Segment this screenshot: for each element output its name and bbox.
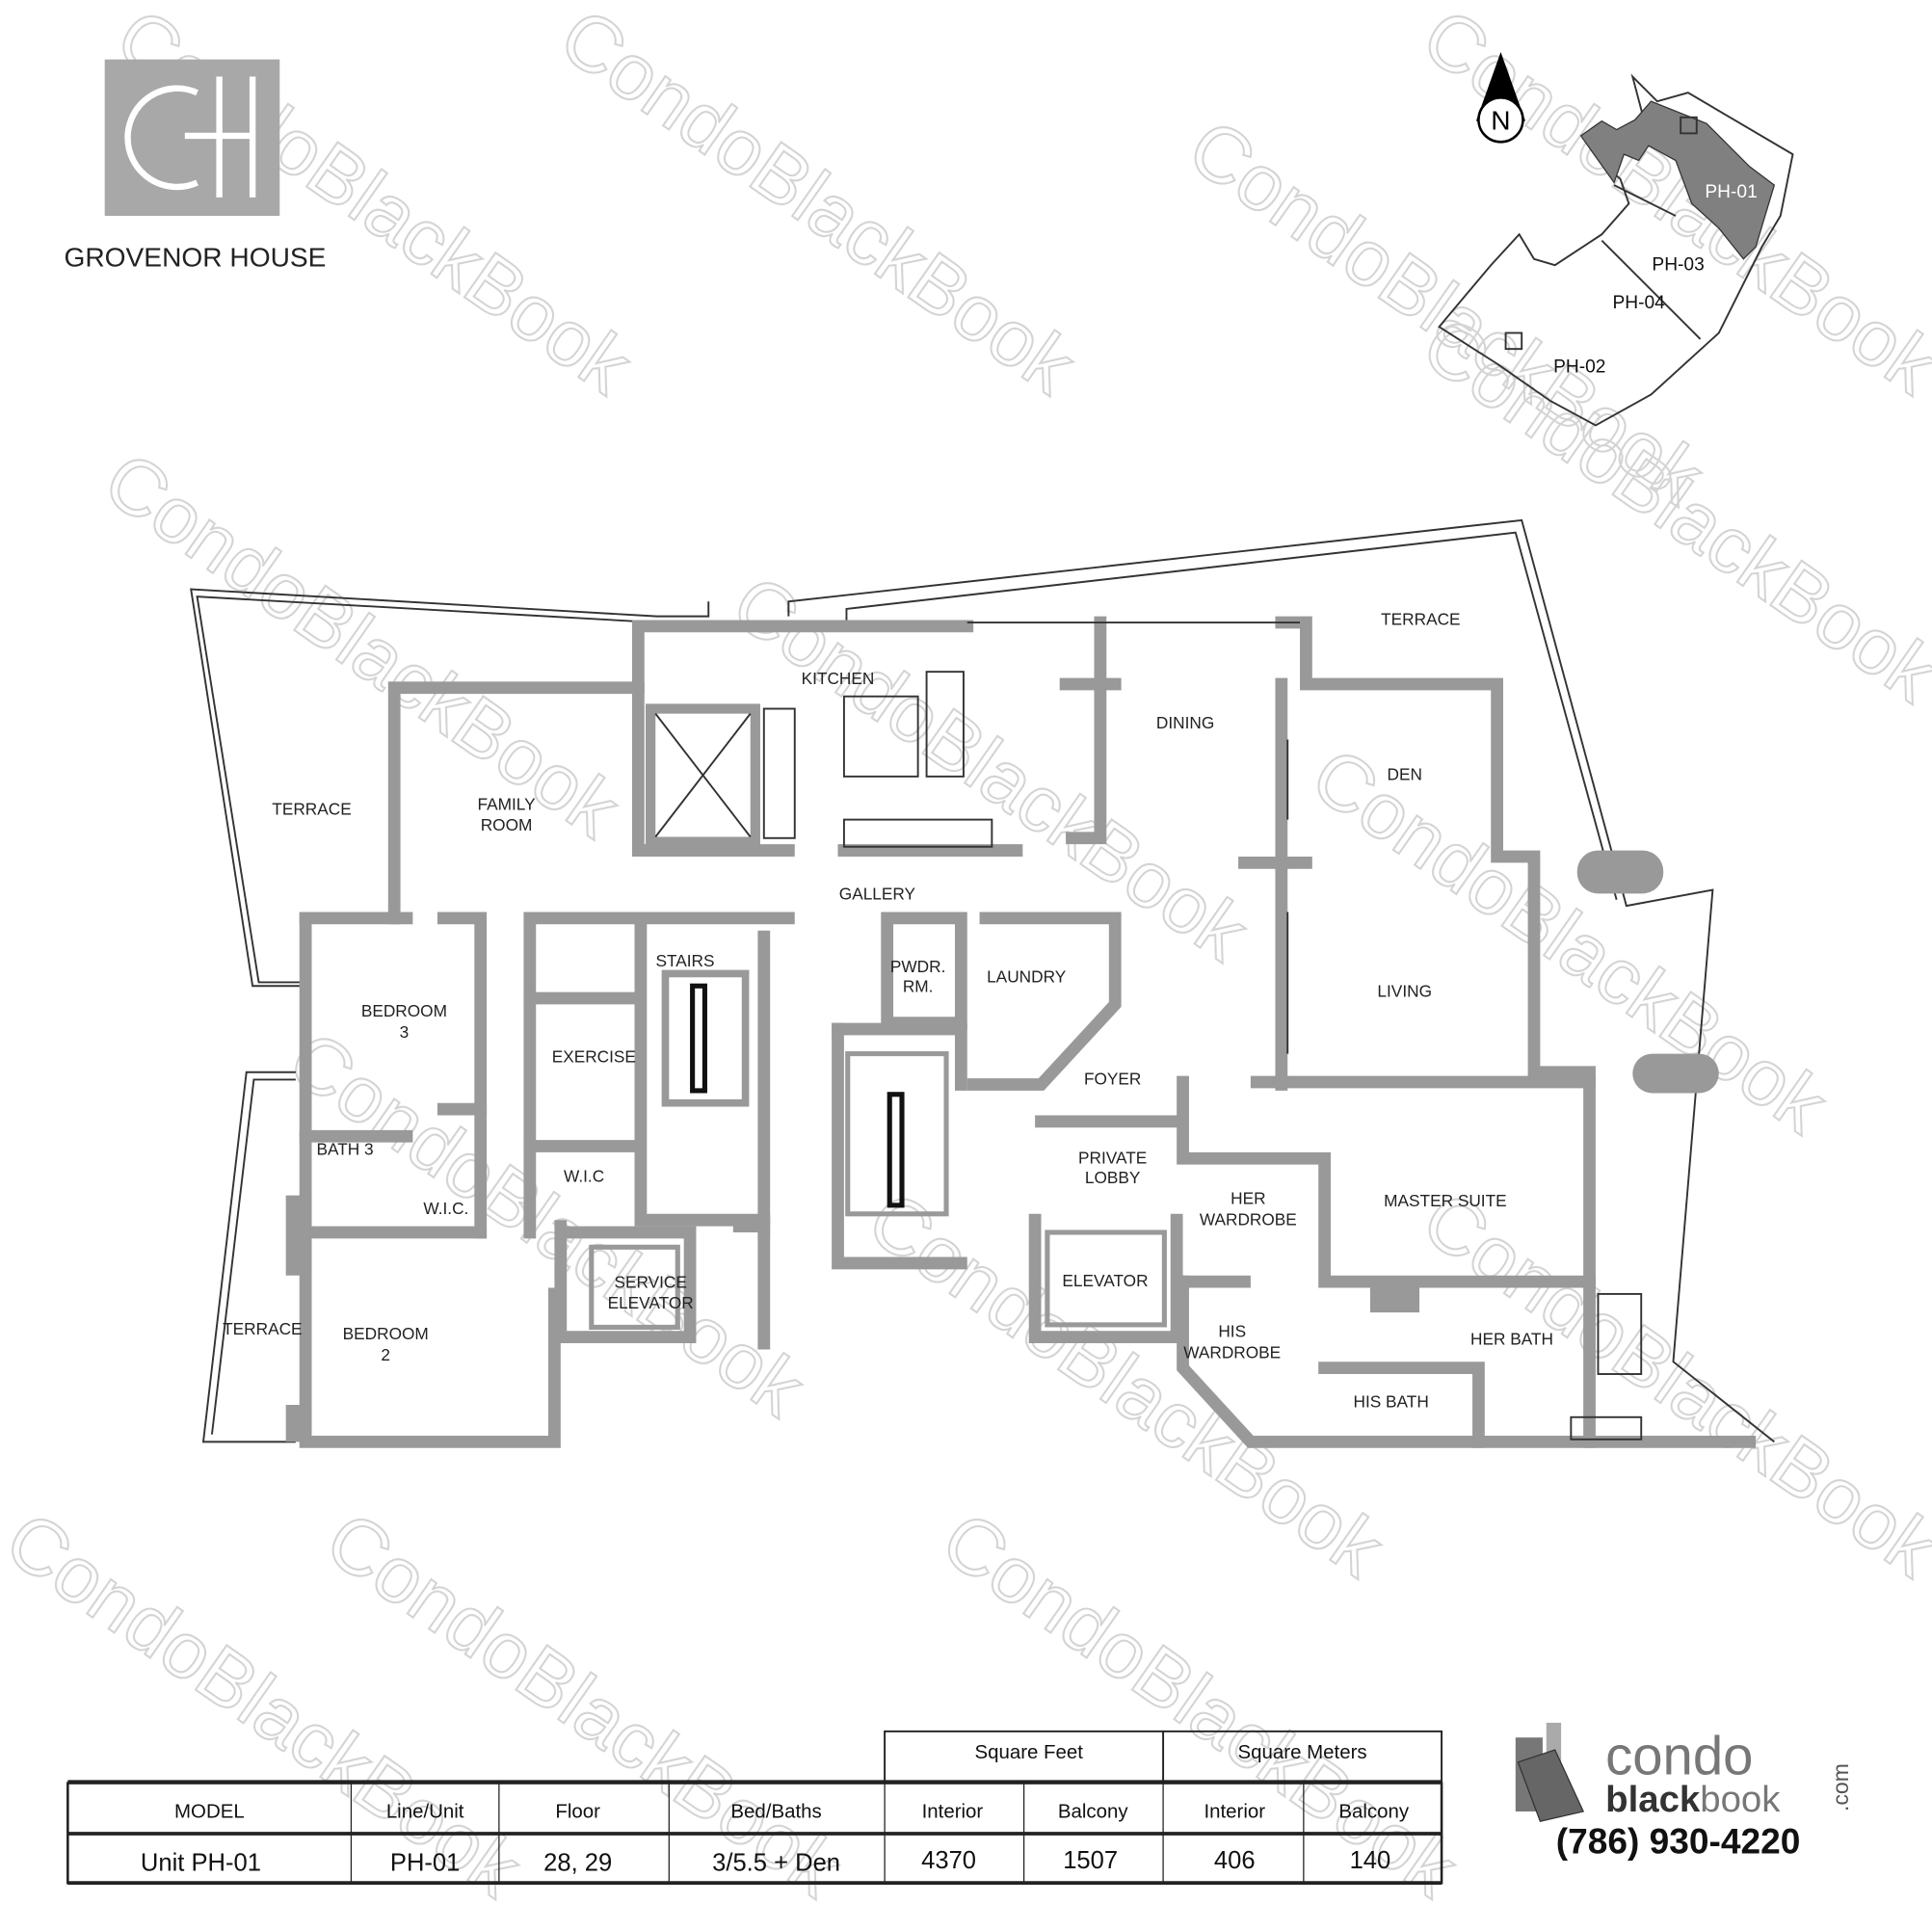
room-terrace-ne: TERRACE: [1381, 610, 1460, 629]
north-label: N: [1491, 106, 1510, 136]
room-elevator: ELEVATOR: [1062, 1271, 1148, 1290]
cell-bed-baths: 3/5.5 + Den: [712, 1849, 840, 1876]
floor-plan: [190, 518, 1775, 1448]
keyplan-unit-ph03: PH-03: [1652, 254, 1704, 275]
room-terrace-sw: TERRACE: [223, 1319, 302, 1338]
room-service-elevator-1: SERVICE: [614, 1273, 686, 1292]
header-sqm-interior: Interior: [1204, 1800, 1265, 1822]
room-kitchen: KITCHEN: [802, 669, 875, 688]
logo-black: black: [1605, 1779, 1701, 1820]
condoblackbook-logo: condo blackbook .com (786) 930-4220: [1515, 1722, 1853, 1861]
room-wic-2: W.I.C: [564, 1167, 604, 1186]
room-laundry: LAUNDRY: [987, 966, 1067, 986]
room-den: DEN: [1388, 765, 1422, 784]
room-family-2: ROOM: [481, 815, 533, 834]
logo-blackbook: blackbook: [1605, 1779, 1781, 1820]
cell-sqft-interior: 4370: [921, 1847, 976, 1874]
north-arrow-icon: N: [1475, 51, 1526, 144]
header-bed-baths: Bed/Baths: [730, 1800, 821, 1822]
room-private-lobby-1: PRIVATE: [1078, 1148, 1147, 1167]
room-service-elevator-2: ELEVATOR: [608, 1293, 694, 1312]
key-plan-diagram: PH-01 PH-03 PH-04 PH-02: [1438, 73, 1794, 427]
cell-line-unit: PH-01: [390, 1849, 460, 1876]
logo-book: book: [1700, 1779, 1781, 1820]
room-stairs: STAIRS: [655, 951, 714, 970]
cell-model: Unit PH-01: [141, 1849, 261, 1876]
room-his-bath: HIS BATH: [1354, 1392, 1429, 1412]
room-her-wardrobe-2: WARDROBE: [1200, 1209, 1297, 1229]
room-bedroom2-2: 2: [381, 1345, 390, 1364]
room-labels: KITCHEN DINING TERRACE DEN TERRACE FAMIL…: [223, 610, 1553, 1412]
room-bedroom3-1: BEDROOM: [361, 1001, 447, 1020]
room-living: LIVING: [1377, 982, 1432, 1001]
watermark: CondoBlackBook: [1407, 1175, 1932, 1594]
room-her-bath: HER BATH: [1470, 1329, 1553, 1348]
room-pwdr-1: PWDR.: [890, 957, 946, 976]
grovenor-house-logo: GROVENOR HOUSE: [64, 59, 326, 272]
cell-sqft-balcony: 1507: [1063, 1847, 1118, 1874]
brand-name: GROVENOR HOUSE: [64, 242, 326, 272]
logo-dotcom: .com: [1828, 1763, 1853, 1811]
header-model: MODEL: [174, 1800, 245, 1822]
cell-sqm-balcony: 140: [1350, 1847, 1391, 1874]
unit-table-text: Square Feet Square Meters MODEL Line/Uni…: [141, 1741, 1410, 1876]
keyplan-unit-ph02: PH-02: [1553, 357, 1605, 377]
keyplan-unit-ph04: PH-04: [1612, 293, 1665, 313]
header-sqm-balcony: Balcony: [1338, 1800, 1409, 1822]
room-terrace-w: TERRACE: [272, 799, 351, 818]
header-floor: Floor: [555, 1800, 600, 1822]
phone-number: (786) 930-4220: [1556, 1820, 1801, 1861]
watermark: CondoBlackBook: [926, 1495, 1472, 1915]
room-gallery: GALLERY: [839, 885, 916, 904]
room-his-wardrobe-1: HIS: [1218, 1322, 1246, 1341]
room-foyer: FOYER: [1084, 1070, 1141, 1089]
watermark: CondoBlackBook: [89, 436, 635, 855]
room-bath3: BATH 3: [316, 1139, 373, 1158]
unit-table: [66, 1730, 1443, 1886]
watermark: CondoBlackBook: [853, 1175, 1399, 1594]
room-bedroom3-2: 3: [400, 1022, 410, 1042]
cell-sqm-interior: 406: [1214, 1847, 1256, 1874]
room-wic-1: W.I.C.: [423, 1199, 468, 1218]
keyplan-unit-ph01: PH-01: [1705, 182, 1757, 202]
room-private-lobby-2: LOBBY: [1085, 1168, 1141, 1187]
room-family-1: FAMILY: [478, 794, 537, 813]
group-header-sqft: Square Feet: [974, 1741, 1083, 1763]
room-her-wardrobe-1: HER: [1231, 1189, 1265, 1208]
logo-condo: condo: [1605, 1726, 1753, 1786]
cell-floor: 28, 29: [543, 1849, 612, 1876]
room-pwdr-2: RM.: [903, 977, 934, 996]
header-sqft-balcony: Balcony: [1058, 1800, 1128, 1822]
room-exercise: EXERCISE: [552, 1047, 636, 1067]
group-header-sqm: Square Meters: [1238, 1741, 1367, 1763]
header-line-unit: Line/Unit: [386, 1800, 464, 1822]
room-master-suite: MASTER SUITE: [1384, 1191, 1506, 1210]
room-dining: DINING: [1156, 713, 1214, 732]
room-bedroom2-1: BEDROOM: [343, 1324, 429, 1343]
header-sqft-interior: Interior: [922, 1800, 984, 1822]
room-his-wardrobe-2: WARDROBE: [1183, 1342, 1281, 1362]
